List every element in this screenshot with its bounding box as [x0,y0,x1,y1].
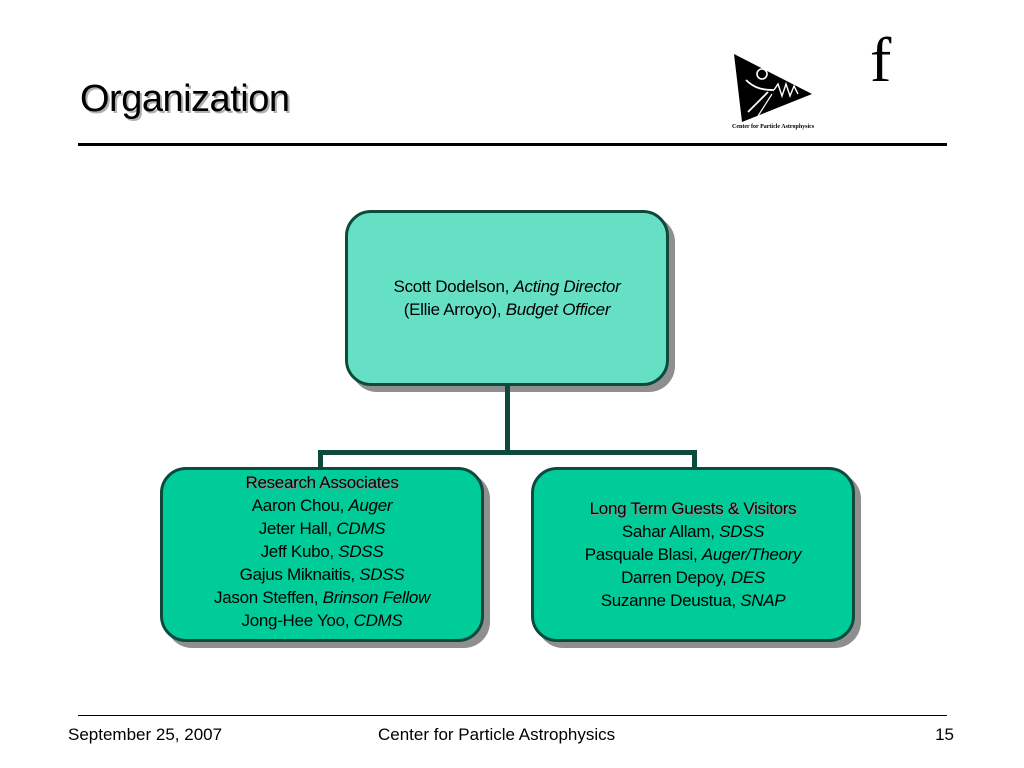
member-name: Gajus Miknaitis, [239,565,360,584]
footer-organization: Center for Particle Astrophysics [378,725,616,744]
member-line: Pasquale Blasi, Auger/Theory [585,543,802,566]
page-number: 15 [935,725,954,744]
guests-visitors-heading: Long Term Guests & Visitors [589,499,797,518]
member-line: Jong-Hee Yoo, CDMS [242,609,403,632]
budget-officer-role: Budget Officer [505,300,611,319]
connector-left-drop [318,450,323,467]
director-name: Scott Dodelson, [393,277,514,296]
director-line: Scott Dodelson, Acting Director [394,275,621,298]
member-line: Aaron Chou, Auger [251,494,393,517]
research-associates-box: Research Associates Aaron Chou, Auger Je… [160,467,484,642]
member-line: Jeff Kubo, SDSS [261,540,384,563]
director-role: Acting Director [513,277,621,296]
member-role: SDSS [719,522,765,541]
member-name: Sahar Allam, [621,522,720,541]
cpa-logo-icon [734,54,812,122]
footer-date: September 25, 2007 [68,725,223,744]
member-line: Jason Steffen, Brinson Fellow [214,586,430,609]
member-line: Suzanne Deustua, SNAP [601,589,786,612]
member-name: Darren Depoy, [621,568,731,587]
guests-visitors-box: Long Term Guests & Visitors Sahar Allam,… [531,467,855,642]
member-role: Auger [348,496,393,515]
member-line: Jeter Hall, CDMS [259,517,386,540]
member-name: Jason Steffen, [214,588,323,607]
member-role: CDMS [353,611,403,630]
member-name: Jeter Hall, [258,519,337,538]
member-line: Gajus Miknaitis, SDSS [240,563,405,586]
connector-right-drop [692,450,697,467]
title-divider [78,143,947,146]
director-box: Scott Dodelson, Acting Director (Ellie A… [345,210,669,386]
connector-vertical [505,386,510,451]
connector-horizontal [318,450,697,455]
member-name: Jeff Kubo, [260,542,339,561]
slide-title: Organization [80,78,290,120]
member-role: SDSS [359,565,405,584]
corner-glyph: f [870,24,892,95]
member-name: Pasquale Blasi, [584,545,702,564]
member-name: Aaron Chou, [251,496,349,515]
member-name: Suzanne Deustua, [600,591,741,610]
logo-caption: Center for Particle Astrophysics [732,124,815,130]
member-name: Jong-Hee Yoo, [241,611,354,630]
member-role: Auger/Theory [701,545,802,564]
member-line: Sahar Allam, SDSS [621,520,765,543]
footer-divider [78,715,947,716]
member-role: Brinson Fellow [322,588,431,607]
research-associates-heading: Research Associates [245,473,399,492]
member-role: SNAP [740,591,786,610]
member-role: DES [730,568,765,587]
budget-officer-line: (Ellie Arroyo), Budget Officer [403,298,611,321]
member-role: SDSS [338,542,384,561]
member-role: CDMS [336,519,386,538]
member-line: Darren Depoy, DES [621,566,765,589]
budget-officer-name: (Ellie Arroyo), [403,300,506,319]
